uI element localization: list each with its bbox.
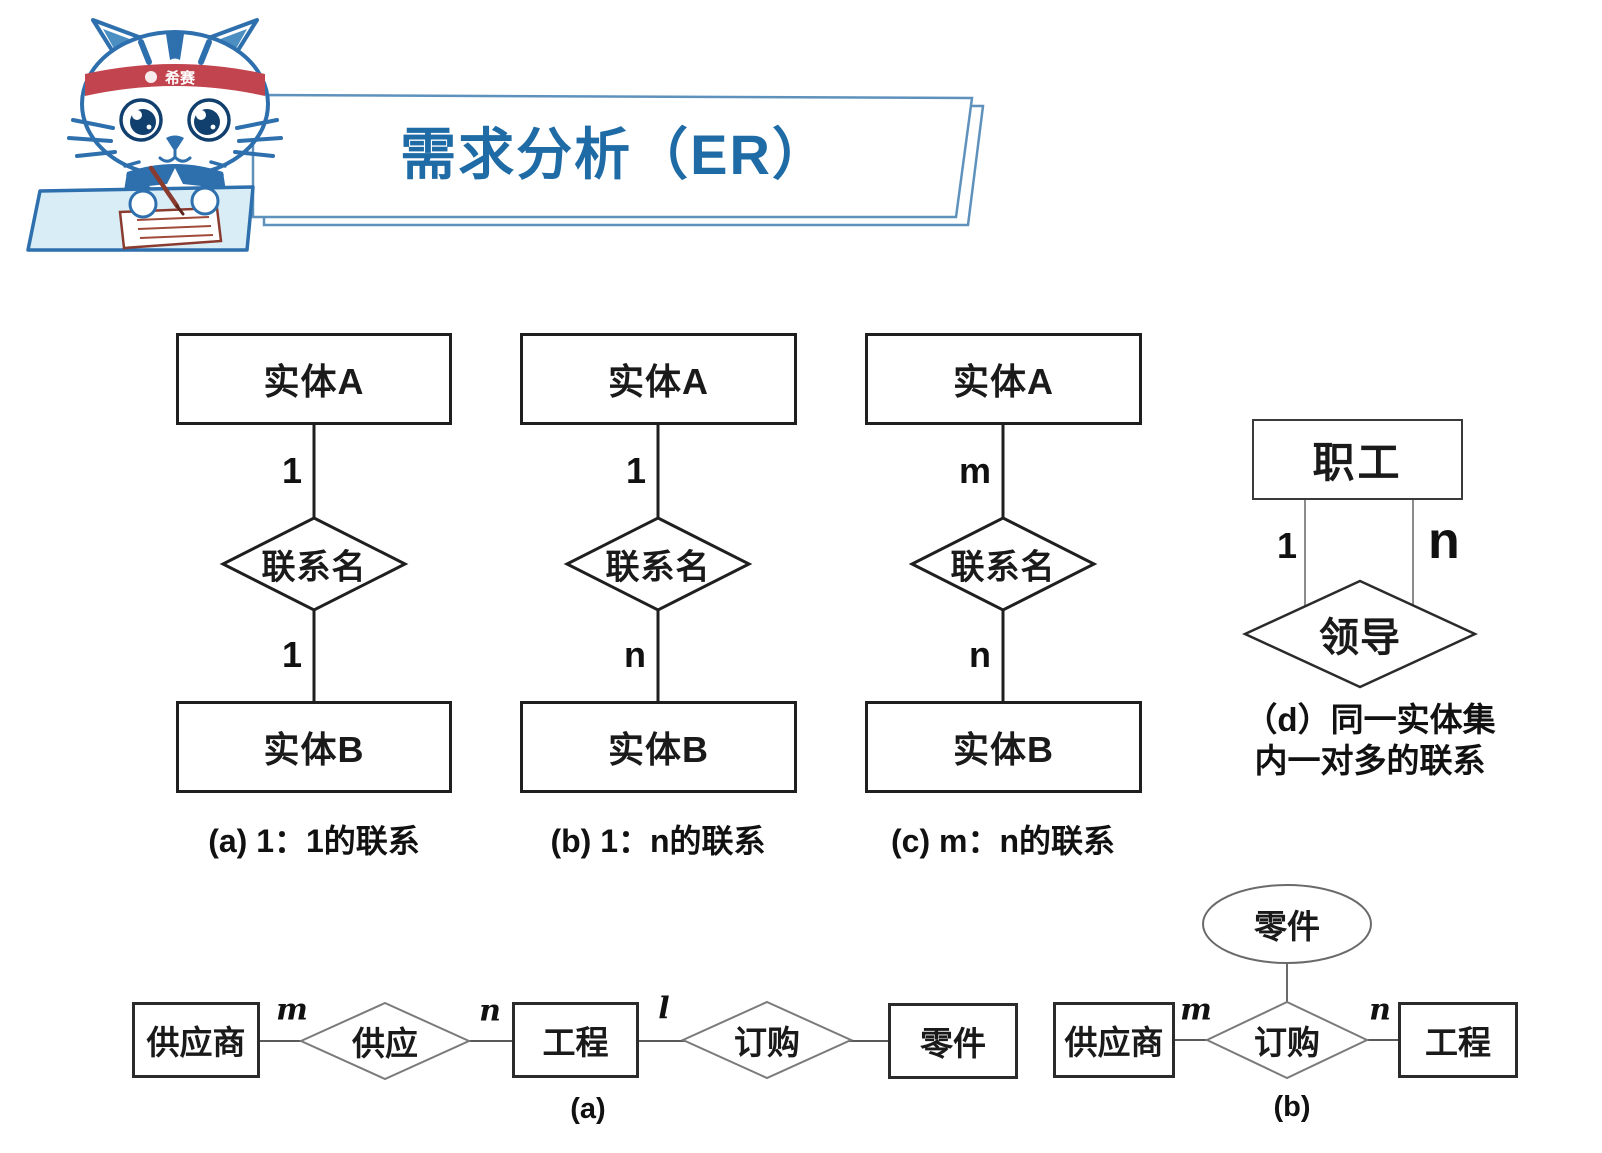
cardinality-label: m [958, 450, 991, 491]
mascot-paw-left [128, 189, 158, 219]
mascot-headband [85, 64, 265, 96]
cardinality-label: m [1180, 992, 1212, 1028]
entity-label: 实体A [263, 361, 365, 402]
mascot-whiskers-right [233, 118, 283, 158]
entity-label: 供应商 [1064, 1024, 1164, 1061]
entity-label: 实体B [263, 729, 365, 770]
mascot-paper-lines [136, 216, 214, 239]
mascot-glint-right2 [210, 124, 216, 130]
entity-box-a-top: 实体A [176, 333, 452, 425]
mascot-cat: 希赛 [26, 18, 283, 252]
cardinality-label: n [1369, 992, 1391, 1028]
entity-box-employee: 职工 [1252, 419, 1463, 500]
entity-label: 工程 [542, 1024, 609, 1061]
cardinality-label: 1 [625, 450, 646, 491]
mascot-stripe-center [166, 32, 184, 60]
entity-label: 工程 [1425, 1024, 1491, 1061]
relation-diamond-d [1242, 579, 1478, 689]
mascot-whiskers-left [67, 118, 117, 158]
entity-label: 供应商 [146, 1024, 246, 1061]
banner-face [251, 93, 974, 219]
cardinality-label: l [658, 991, 670, 1027]
entity-box-project-left: 工程 [512, 1002, 639, 1078]
mascot-nose [166, 135, 184, 150]
relation-diamond-order-right [1204, 1000, 1370, 1080]
mascot-paw-right [190, 186, 220, 216]
entity-label: 职工 [1312, 439, 1403, 486]
entity-box-project-right: 工程 [1398, 1002, 1518, 1078]
entity-label: 实体B [608, 729, 709, 770]
entity-box-supplier-left: 供应商 [132, 1002, 260, 1078]
diagram-caption-bottom-a: (a) [570, 1093, 606, 1125]
cardinality-label: n [479, 993, 501, 1029]
mascot-pen-tip [175, 204, 185, 216]
relation-label: 订购 [1254, 1024, 1320, 1061]
mascot-stripe-right [198, 39, 212, 65]
mascot-ear-right-inner [215, 29, 247, 54]
entity-box-b-bottom: 实体B [520, 701, 797, 793]
cardinality-label: 1 [281, 634, 302, 675]
mascot-mouth [158, 148, 192, 163]
entity-box-c-top: 实体A [865, 333, 1142, 425]
diagram-caption-c: (c) m：n的联系 [890, 823, 1115, 859]
page-title: 需求分析（ER） [400, 123, 830, 186]
entity-label: 实体A [608, 361, 709, 402]
relation-label: 联系名 [950, 548, 1056, 587]
cardinality-label: n [1428, 512, 1460, 570]
mascot-stripe-left [138, 39, 152, 65]
cardinality-label: 1 [281, 450, 302, 491]
caption-line-1: （d）同一实体集 [1244, 701, 1496, 738]
entity-box-supplier-right: 供应商 [1053, 1002, 1175, 1078]
entity-box-c-bottom: 实体B [865, 701, 1142, 793]
diagram-caption-d: （d）同一实体集 内一对多的联系 [1185, 699, 1555, 781]
entity-box-a-bottom: 实体B [176, 701, 452, 793]
entity-label: 零件 [920, 1025, 986, 1062]
relation-label: 领导 [1319, 616, 1401, 660]
relation-label: 供应 [352, 1025, 418, 1062]
cardinality-label: n [624, 634, 646, 675]
relation-label: 联系名 [605, 548, 711, 587]
cardinality-label: n [969, 634, 991, 675]
relation-diamond-supply [298, 1001, 472, 1081]
mascot-glint-right [196, 110, 206, 120]
relation-diamond-c [908, 516, 1098, 612]
relation-diamond-a [219, 516, 409, 612]
mascot-ear-left-inner [103, 29, 135, 54]
mascot-glint-left [132, 110, 142, 120]
diagram-caption-bottom-b: (b) [1273, 1091, 1311, 1123]
mascot-headband-text: 希赛 [165, 69, 196, 87]
entity-label: 实体B [953, 729, 1054, 770]
attribute-label-part: 零件 [1254, 908, 1320, 945]
attribute-ellipse-part [1202, 884, 1372, 964]
mascot-pen [148, 165, 180, 209]
mascot-glint-left2 [146, 124, 152, 130]
title-banner [251, 93, 985, 227]
relation-label: 订购 [734, 1024, 800, 1061]
cardinality-label: 1 [1276, 525, 1297, 566]
mascot-headband-logo [145, 71, 157, 83]
relation-label: 联系名 [261, 548, 367, 587]
caption-line-2: 内一对多的联系 [1254, 742, 1486, 779]
relation-diamond-order-left [680, 1000, 854, 1080]
entity-label: 实体A [953, 361, 1054, 402]
diagram-caption-b: (b) 1：n的联系 [550, 823, 766, 859]
entity-box-b-top: 实体A [520, 333, 797, 425]
relation-diamond-b [563, 516, 753, 612]
cardinality-label: m [276, 992, 308, 1028]
entity-box-part-left: 零件 [888, 1003, 1018, 1079]
diagram-caption-a: (a) 1：1的联系 [208, 823, 420, 859]
